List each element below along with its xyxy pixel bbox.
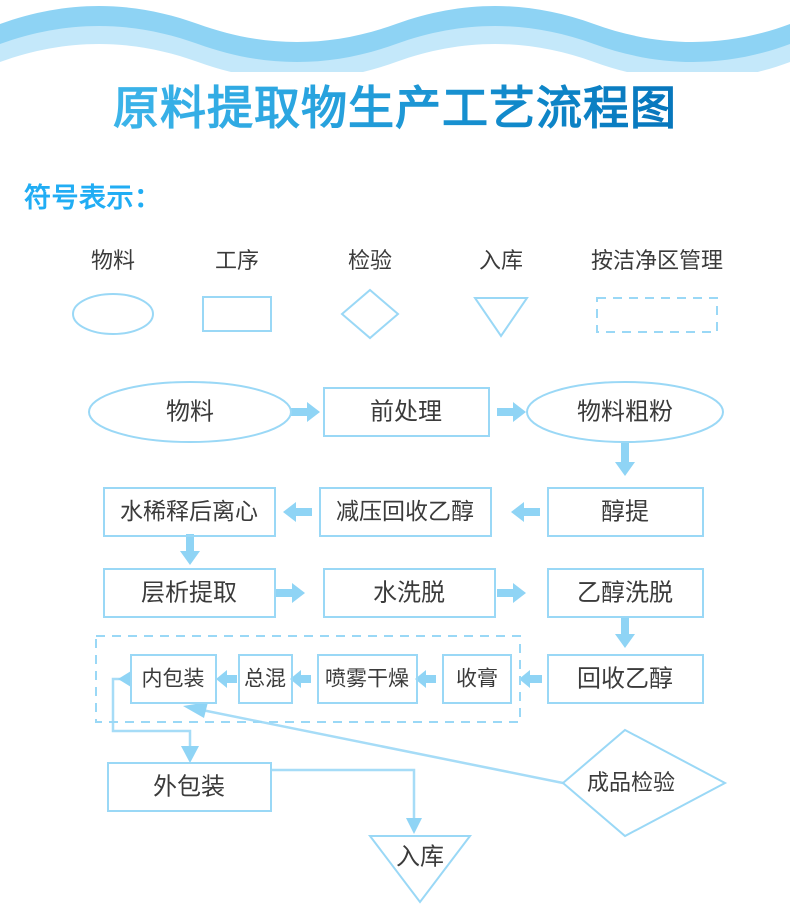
node-ethanol-recycle[interactable]: 回收乙醇 bbox=[547, 654, 704, 704]
node-shape-rect bbox=[130, 654, 217, 704]
legend-item-process: 工序 bbox=[202, 248, 272, 332]
node-label-pretreatment: 前处理 bbox=[370, 398, 442, 425]
node-label-outer-packaging: 外包装 bbox=[153, 773, 225, 800]
edge-ethanolrecycle-to-extractcollect bbox=[519, 670, 542, 688]
node-label-coarse-powder: 物料粗粉 bbox=[577, 398, 673, 425]
triangle-down-icon bbox=[473, 297, 529, 338]
edge-outerpack-to-warehouse bbox=[271, 768, 422, 834]
edge-extractcollect-to-spraydry bbox=[415, 670, 436, 688]
node-finished-product-inspection[interactable]: 成品检验 bbox=[561, 728, 728, 838]
edge-ethanolelution-to-ethanolrecycle bbox=[615, 616, 635, 648]
node-label-material: 物料 bbox=[166, 398, 214, 425]
node-shape-triangle bbox=[367, 835, 473, 904]
legend-item-material: 物料 bbox=[72, 248, 154, 335]
edge-material-to-pretreatment bbox=[291, 402, 320, 422]
node-label-ethanol-elution: 乙醇洗脱 bbox=[577, 579, 673, 606]
node-shape-rect bbox=[547, 487, 704, 537]
node-shape-rect bbox=[107, 762, 272, 812]
node-label-alcohol-extraction: 醇提 bbox=[601, 498, 649, 525]
edge-waterelution-to-ethanolelution bbox=[497, 583, 526, 603]
dashed-rectangle-icon bbox=[596, 297, 718, 333]
node-chromatography[interactable]: 层析提取 bbox=[103, 568, 276, 618]
node-shape-rect bbox=[323, 387, 490, 437]
node-label-blending: 总混 bbox=[244, 668, 286, 691]
node-shape-rect bbox=[323, 568, 496, 618]
node-extract-collection[interactable]: 收膏 bbox=[442, 654, 512, 704]
edge-waterdilute-to-chromatography bbox=[180, 534, 200, 565]
legend-item-inspection: 检验 bbox=[340, 248, 400, 340]
edge-blending-to-innerpack bbox=[216, 670, 237, 688]
legend-label-process: 工序 bbox=[215, 248, 259, 273]
node-label-vacuum-ethanol-recovery: 减压回收乙醇 bbox=[336, 498, 474, 524]
node-shape-ellipse bbox=[526, 381, 724, 443]
wave-banner-decoration bbox=[0, 6, 790, 72]
edge-ethanolrecovery-to-waterdilute bbox=[283, 502, 312, 522]
clean-zone-boundary bbox=[95, 635, 521, 723]
edge-spraydry-to-blending bbox=[290, 670, 311, 688]
node-label-finished-product-inspection: 成品检验 bbox=[587, 770, 675, 795]
page-title: 原料提取物生产工艺流程图 bbox=[0, 82, 790, 135]
legend-label-material: 物料 bbox=[91, 248, 135, 273]
node-warehouse[interactable]: 入库 bbox=[367, 835, 473, 904]
diamond-icon bbox=[340, 288, 400, 340]
node-spray-drying[interactable]: 喷雾干燥 bbox=[317, 654, 418, 704]
node-shape-rect bbox=[103, 487, 276, 537]
node-shape-rect bbox=[547, 654, 704, 704]
edge-coarsepowder-to-alcoholextract bbox=[615, 443, 635, 476]
edge-alcoholextract-to-ethanolrecovery bbox=[511, 502, 540, 522]
node-inner-packaging[interactable]: 内包装 bbox=[130, 654, 217, 704]
edge-chromatography-to-waterelution bbox=[276, 583, 305, 603]
node-vacuum-ethanol-recovery[interactable]: 减压回收乙醇 bbox=[319, 487, 492, 537]
node-ethanol-elution[interactable]: 乙醇洗脱 bbox=[547, 568, 704, 618]
node-label-spray-drying: 喷雾干燥 bbox=[325, 668, 409, 691]
node-label-ethanol-recycle: 回收乙醇 bbox=[577, 665, 673, 692]
node-material[interactable]: 物料 bbox=[88, 381, 292, 443]
node-label-inner-packaging: 内包装 bbox=[142, 668, 205, 691]
edge-pretreatment-to-coarsepowder bbox=[497, 402, 526, 422]
node-coarse-powder[interactable]: 物料粗粉 bbox=[526, 381, 724, 443]
legend-item-cleanroom: 按洁净区管理 bbox=[591, 248, 723, 333]
node-outer-packaging[interactable]: 外包装 bbox=[107, 762, 272, 812]
node-label-extract-collection: 收膏 bbox=[456, 668, 498, 691]
node-label-water-elution: 水洗脱 bbox=[373, 579, 445, 606]
node-alcohol-extraction[interactable]: 醇提 bbox=[547, 487, 704, 537]
node-shape-rect bbox=[547, 568, 704, 618]
legend-item-warehouse: 入库 bbox=[473, 248, 529, 338]
node-label-warehouse: 入库 bbox=[396, 843, 444, 870]
legend-label-cleanroom: 按洁净区管理 bbox=[591, 248, 723, 273]
node-shape-rect bbox=[238, 654, 293, 704]
node-shape-diamond bbox=[561, 728, 728, 838]
node-label-chromatography: 层析提取 bbox=[141, 579, 237, 606]
ellipse-icon bbox=[72, 293, 154, 335]
legend-label-inspection: 检验 bbox=[348, 248, 392, 273]
node-water-elution[interactable]: 水洗脱 bbox=[323, 568, 496, 618]
node-pretreatment[interactable]: 前处理 bbox=[323, 387, 490, 437]
legend-label-warehouse: 入库 bbox=[479, 248, 523, 273]
node-water-dilution-centrifuge[interactable]: 水稀释后离心 bbox=[103, 487, 276, 537]
node-shape-rect bbox=[319, 487, 492, 537]
node-shape-rect bbox=[317, 654, 418, 704]
node-shape-rect bbox=[442, 654, 512, 704]
rectangle-icon bbox=[202, 296, 272, 332]
node-shape-rect bbox=[103, 568, 276, 618]
node-blending[interactable]: 总混 bbox=[238, 654, 293, 704]
node-shape-ellipse bbox=[88, 381, 292, 443]
edge-innerpack-to-outerpack bbox=[111, 671, 199, 763]
wave-dark-band bbox=[0, 6, 790, 62]
node-label-water-dilution-centrifuge: 水稀释后离心 bbox=[120, 498, 258, 524]
legend-heading: 符号表示： bbox=[24, 183, 162, 213]
